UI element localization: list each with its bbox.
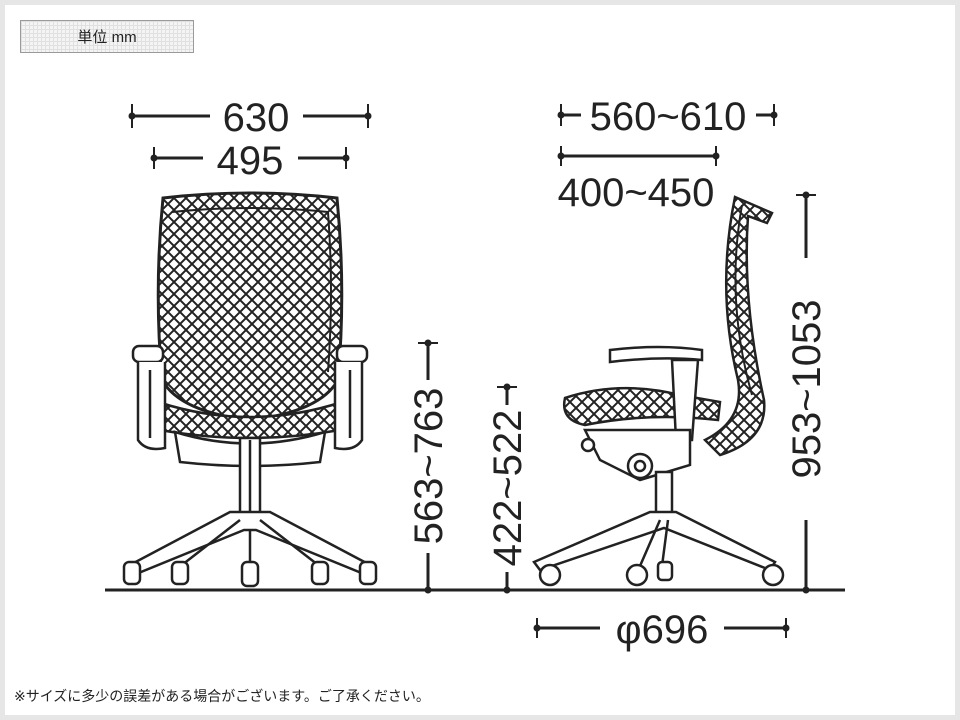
base-diameter-label: φ696: [616, 608, 709, 652]
front-right-armrest-pad: [335, 344, 369, 364]
front-right-armrest-post: [333, 362, 364, 451]
overall-depth-label: 560~610: [590, 95, 747, 139]
front-caster: [170, 560, 190, 586]
total-height-label: 953~1053: [785, 299, 829, 478]
side-view-chair: [532, 195, 785, 587]
dim-line-overall-width: [128, 104, 372, 128]
front-caster: [122, 560, 142, 586]
dim-line-armrest-height: [418, 339, 438, 594]
side-caster: [625, 563, 649, 587]
side-armrest-post: [670, 358, 700, 442]
dim-line-base-diameter: [533, 618, 790, 638]
dim-line-seat-depth: [557, 146, 720, 166]
armrest-height-label: 563~763: [407, 388, 451, 545]
front-caster: [310, 560, 330, 586]
front-left-armrest-pad: [131, 344, 165, 364]
side-caster: [538, 563, 562, 587]
seat-height-label: 422~522: [486, 410, 530, 567]
front-view-chair: [122, 191, 378, 588]
dim-line-seat-height: [497, 383, 517, 594]
front-left-armrest-post: [136, 362, 167, 451]
overall-width-label: 630: [223, 96, 290, 140]
side-base: [532, 510, 777, 572]
front-caster: [240, 560, 260, 588]
unit-label: 単位 mm: [20, 20, 194, 53]
front-backrest: [156, 191, 344, 422]
seat-width-label: 495: [217, 139, 284, 183]
dim-line-total-height: [796, 191, 816, 594]
side-gas-column: [654, 470, 674, 518]
front-caster: [358, 560, 378, 586]
side-caster: [656, 560, 674, 582]
footnote: ※サイズに多少の誤差がある場合がございます。ご了承ください。: [14, 689, 430, 705]
dim-line-seat-width: [150, 147, 350, 169]
dim-line-overall-depth: [557, 104, 778, 126]
side-armrest: [608, 345, 704, 364]
seat-depth-label: 400~450: [558, 171, 715, 215]
side-caster: [761, 563, 785, 587]
